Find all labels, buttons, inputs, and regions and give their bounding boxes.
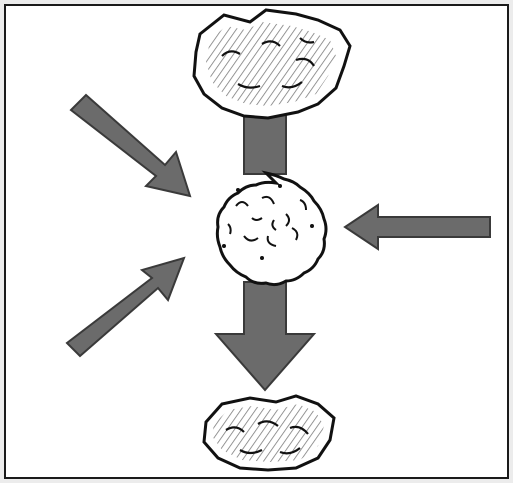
- sediment-ball: [217, 173, 326, 285]
- arrow-upper-left: [71, 95, 190, 196]
- arrow-lower-left: [67, 258, 184, 356]
- rock-bottom: [204, 396, 334, 470]
- arrow-down: [216, 282, 314, 390]
- arrow-right: [345, 205, 490, 249]
- rock-top: [194, 10, 350, 118]
- arrow-stem-top: [244, 112, 286, 174]
